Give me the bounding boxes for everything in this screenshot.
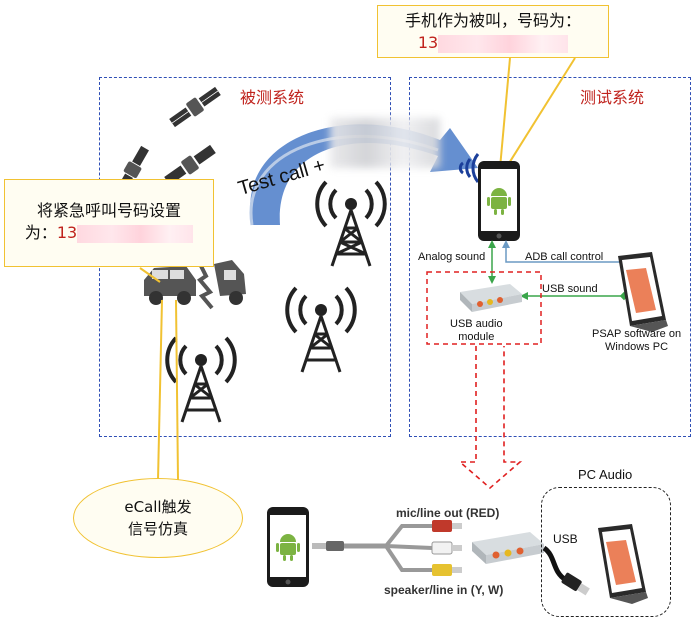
smartphone-icon xyxy=(478,161,520,241)
redacted-number xyxy=(438,34,569,53)
usb-audio-module-icon xyxy=(472,532,544,564)
speaker-line-in-label: speaker/line in (Y, W) xyxy=(384,583,504,597)
test-region-title: 测试系统 xyxy=(580,88,645,107)
ecall-line1: eCall触发 xyxy=(124,498,192,516)
phone-callout-number: 13 xyxy=(378,32,608,54)
phone-callout-text: 手机作为被叫，号码为： xyxy=(404,11,581,30)
android-icon xyxy=(487,188,511,215)
ecall-trigger-ellipse: eCall触发 信号仿真 xyxy=(73,478,243,558)
adb-call-control-label: ADB call control xyxy=(525,251,604,263)
usb-label: USB xyxy=(553,532,578,546)
usb-audio-module-label-line2: module xyxy=(458,331,495,343)
emergency-callout-number: 为：13 xyxy=(5,222,213,244)
cell-tower-icon xyxy=(315,180,387,267)
analog-sound-label: Analog sound xyxy=(418,251,486,263)
emergency-number-callout: 将紧急呼叫号码设置 为：13 xyxy=(4,179,214,267)
psap-label-line2: Windows PC xyxy=(605,341,669,353)
usb-audio-module-label: USB audio module xyxy=(450,318,503,344)
pc-audio-box xyxy=(541,487,671,617)
psap-label-line1: PSAP software on xyxy=(592,328,682,340)
redaction-blur xyxy=(330,118,440,168)
ecall-line2: 信号仿真 xyxy=(127,520,188,538)
android-icon xyxy=(276,534,300,561)
phone-number-prefix: 13 xyxy=(417,33,439,52)
psap-label: PSAP software on Windows PC xyxy=(592,328,681,354)
emergency-callout-prefix: 为： xyxy=(24,223,57,242)
test-region xyxy=(409,77,691,437)
tablet-icon xyxy=(598,524,648,604)
redacted-number xyxy=(77,224,194,243)
cell-tower-icon xyxy=(165,336,237,423)
tablet-icon xyxy=(618,252,668,332)
usb-audio-module-icon xyxy=(460,284,522,312)
dut-region-title: 被测系统 xyxy=(240,88,305,107)
signal-waves-icon xyxy=(458,153,480,183)
mic-line-out-label: mic/line out (RED) xyxy=(396,506,500,520)
pc-audio-label: PC Audio xyxy=(578,467,633,482)
usb-audio-module-label-line1: USB audio xyxy=(450,318,503,330)
phone-callout: 手机作为被叫，号码为： 13 xyxy=(377,5,609,58)
emergency-callout-text: 将紧急呼叫号码设置 xyxy=(36,201,181,220)
cell-tower-icon xyxy=(285,286,357,373)
satellite-icon xyxy=(169,86,221,128)
emergency-number-prefix: 13 xyxy=(56,223,78,242)
car-crash-icon xyxy=(144,259,246,310)
usb-sound-label: USB sound xyxy=(542,283,598,295)
smartphone-icon xyxy=(267,507,309,587)
